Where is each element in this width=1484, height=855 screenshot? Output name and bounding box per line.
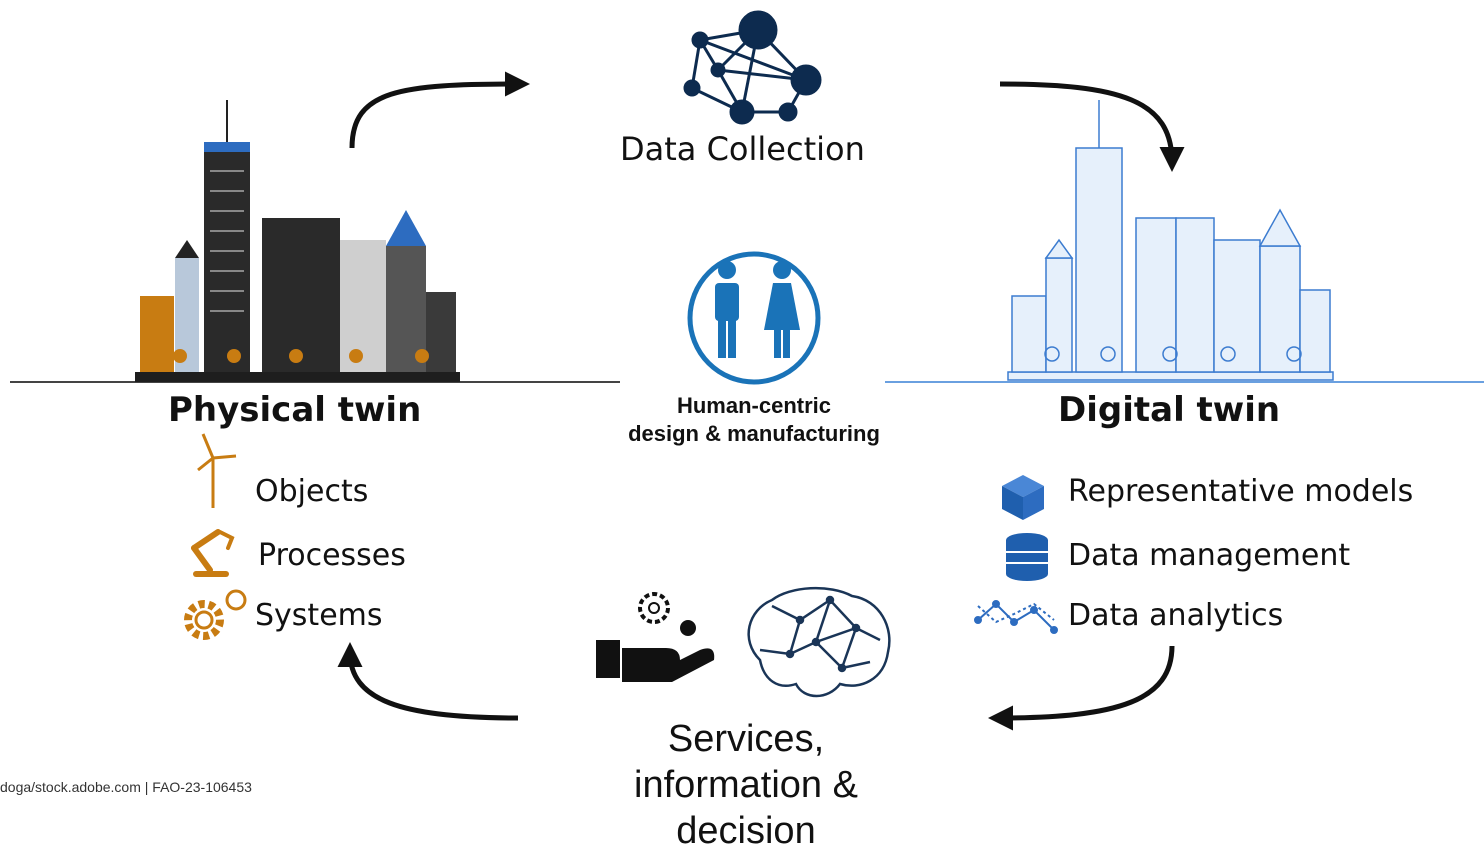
physical-twin-title: Physical twin — [168, 390, 422, 430]
human-centric-line1: Human-centric — [676, 393, 832, 418]
digital-item-data-management: Data management — [1068, 538, 1351, 573]
arrow-digital-to-services — [988, 645, 1175, 731]
physical-item-objects: Objects — [255, 474, 369, 509]
physical-item-systems: Systems — [255, 598, 383, 633]
physical-item-processes: Processes — [258, 538, 406, 573]
people-icon — [687, 251, 821, 385]
digital-item-models: Representative models — [1068, 474, 1414, 509]
human-centric-label: Human-centric design & manufacturing — [594, 392, 914, 448]
services-line1: Services, — [667, 718, 825, 760]
arrow-physical-to-data — [349, 71, 530, 149]
gears-hand-icon — [596, 592, 715, 682]
services-line3: decision — [676, 810, 816, 852]
wind-turbine-icon — [197, 433, 237, 508]
network-icon — [683, 10, 822, 125]
arrow-data-to-digital — [999, 81, 1185, 172]
services-label: Services, information & decision — [566, 716, 926, 854]
robot-arm-icon — [191, 529, 235, 577]
image-credit: doga/stock.adobe.com | FAO-23-106453 — [0, 779, 252, 795]
services-line2: information & — [634, 764, 858, 806]
brain-network-icon — [747, 586, 891, 698]
database-icon — [1006, 533, 1048, 581]
human-centric-line2: design & manufacturing — [628, 421, 880, 446]
analytics-graph-icon — [974, 600, 1058, 634]
arrow-services-to-physical — [337, 642, 519, 721]
gears-icon — [184, 589, 247, 640]
digital-item-data-analytics: Data analytics — [1068, 598, 1284, 633]
digital-twin-title: Digital twin — [1058, 390, 1281, 430]
physical-city-illustration — [10, 100, 620, 383]
data-collection-label: Data Collection — [620, 130, 865, 168]
cube-icon — [1002, 475, 1044, 520]
digital-city-illustration — [885, 100, 1484, 383]
